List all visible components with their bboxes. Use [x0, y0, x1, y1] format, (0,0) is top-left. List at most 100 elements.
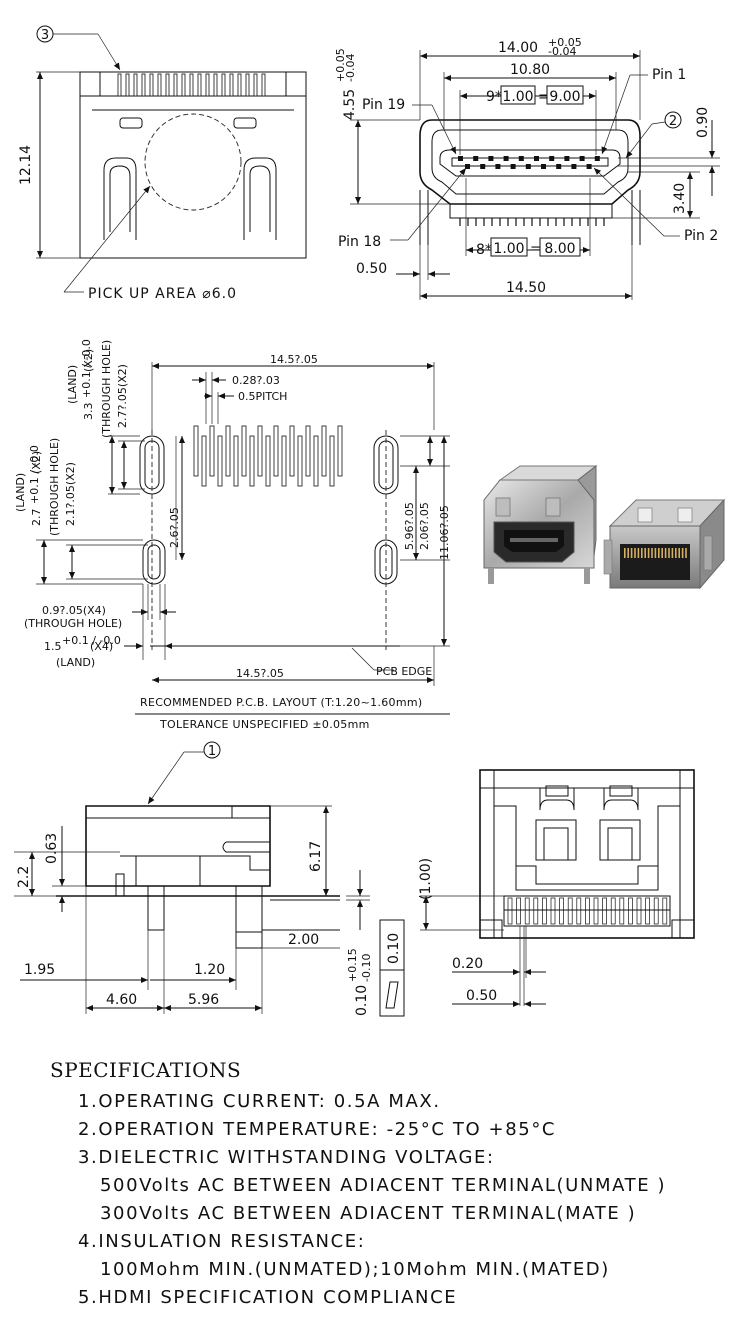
photo-pin [678, 548, 680, 558]
photo-pin [637, 548, 640, 558]
top-view-pin [181, 73, 186, 97]
top-view: 12.14 3 PICK UP AREA ⌀6.0 [18, 25, 307, 302]
top-view-pin [173, 73, 178, 97]
front-pin-top [518, 156, 524, 161]
pcb-top-width: 14.5?.05 [270, 353, 318, 366]
pitch-top-b: 9.00 [549, 89, 580, 105]
top-view-pin [261, 73, 266, 97]
side-tol-hi: +0.15 [346, 948, 359, 982]
pin-1-label: Pin 1 [652, 67, 686, 83]
top-view-pin [117, 73, 122, 97]
height-4-55: 4.55 [342, 89, 358, 120]
pcb-pad [241, 425, 247, 477]
side-dim-2-2: 2.2 [16, 866, 32, 888]
width-10-80: 10.80 [510, 62, 550, 78]
pcb-pad [281, 435, 287, 487]
front-pin-bottom [480, 164, 486, 169]
photo-pin [664, 548, 667, 558]
top-view-pin [133, 73, 138, 97]
pcb-pad [305, 425, 311, 477]
height-4-55-tol-lo: -0.04 [344, 54, 357, 82]
top-view-pin [253, 73, 258, 97]
height-4-55-tol-hi: +0.05 [334, 48, 347, 82]
top-view-pin [245, 73, 250, 97]
front-pin-top [579, 156, 585, 161]
photo-pin [661, 548, 663, 558]
pcb-land-x4-b: (X4) [90, 640, 113, 653]
pin-18-label: Pin 18 [338, 234, 381, 250]
front-pin-top [594, 156, 600, 161]
pitch-bottom-eq: = [530, 241, 542, 257]
pin-2-label: Pin 2 [684, 228, 718, 244]
connector-photo-front [483, 464, 598, 584]
bottom-view-pin [550, 897, 556, 925]
bottom-view-pin [593, 897, 599, 925]
side-tol-lo: -0.10 [360, 954, 373, 982]
bottom-view-pin [516, 897, 521, 925]
photo-pin [658, 548, 660, 558]
spec-line-2: 2.OPERATION TEMPERATURE: -25°C TO +85°C [78, 1119, 557, 1140]
bottom-view-pin [619, 897, 625, 925]
front-pin-bottom [525, 164, 531, 169]
front-pin-bottom [556, 164, 562, 169]
front-pin-bottom [465, 164, 470, 169]
spec-line-3a: 500Volts AC BETWEEN ADIACENT TERMINAL(UN… [100, 1175, 667, 1196]
front-pin-bottom [541, 164, 546, 169]
bottom-view-pin [602, 897, 607, 925]
side-dim-0-63: 0.63 [44, 833, 60, 864]
front-pin-top [534, 156, 539, 161]
photo-pin [681, 548, 684, 558]
pcb-hole-top-a: 2.7?.05(X2) [116, 364, 129, 428]
bottom-view-pin [645, 897, 650, 925]
pcb-edge-label: PCB EDGE [376, 665, 432, 678]
bottom-view-pin [576, 897, 582, 925]
width-14-00-tol-hi: +0.05 [548, 36, 582, 49]
pcb-land-top-b: (X2) [82, 349, 95, 372]
pcb-tolerance: TOLERANCE UNSPECIFIED ±0.05mm [159, 718, 370, 731]
pcb-bottom-width: 14.5?.05 [236, 667, 284, 680]
pcb-hole-left-a: 2.1?.05(X2) [64, 462, 77, 526]
pcb-land-left-b: (X2) [30, 451, 43, 474]
pcb-pad [289, 425, 295, 477]
photo-pin [671, 548, 674, 558]
pcb-land-x4-tol: +0.1 / -0.0 [62, 634, 121, 647]
front-dim-1-00: (1.00) [418, 858, 434, 900]
top-view-pin [141, 73, 146, 97]
pcb-land-x4-c: (LAND) [56, 656, 95, 669]
connector-photo-back [603, 498, 726, 590]
top-view-pin [197, 73, 202, 97]
pcb-land-top-a: 3.3 [82, 403, 95, 421]
pcb-pad [273, 425, 279, 477]
width-14-00-tol-lo: -0.04 [548, 45, 576, 58]
photo-pin [624, 548, 626, 558]
top-view-pin [189, 73, 194, 97]
top-view-pin [165, 73, 170, 97]
front-pin-top [549, 156, 555, 161]
pcb-pitch: 0.5PITCH [238, 390, 287, 403]
side-dim-1-95: 1.95 [24, 962, 55, 978]
front-pin-bottom [510, 164, 516, 169]
top-view-pin [221, 73, 226, 97]
pcb-pad [329, 435, 335, 487]
bottom-view-pin [585, 897, 590, 925]
pcb-land-x4-a: 1.5 [44, 640, 62, 653]
specifications-title: SPECIFICATIONS [50, 1058, 242, 1082]
pcb-pad [193, 425, 199, 477]
side-tol-main: 0.10 [354, 985, 370, 1016]
pcb-pad [209, 425, 215, 477]
bottom-view-pin [559, 897, 564, 925]
dim-0-90: 0.90 [695, 107, 711, 138]
bottom-view-pin [610, 897, 616, 925]
spec-line-4: 4.INSULATION RESISTANCE: [78, 1231, 366, 1252]
dim-3-40: 3.40 [672, 183, 688, 214]
photo-pin [634, 548, 636, 558]
pcb-dim-2-6: 2.6?.05 [168, 507, 181, 548]
pcb-pad [321, 425, 327, 477]
side-flatness: 0.10 [386, 933, 402, 964]
pcb-pin-width: 0.28?.03 [232, 374, 280, 387]
dim-0-50: 0.50 [356, 261, 387, 277]
pcb-layout: 14.5?.05 0.28?.03 0.5PITCH (LAND) 3.3 +0… [14, 339, 451, 731]
pcb-pad [257, 425, 263, 477]
top-view-pin [205, 73, 210, 97]
front-view-bottom: (1.00) 0.20 0.50 [418, 769, 695, 1007]
